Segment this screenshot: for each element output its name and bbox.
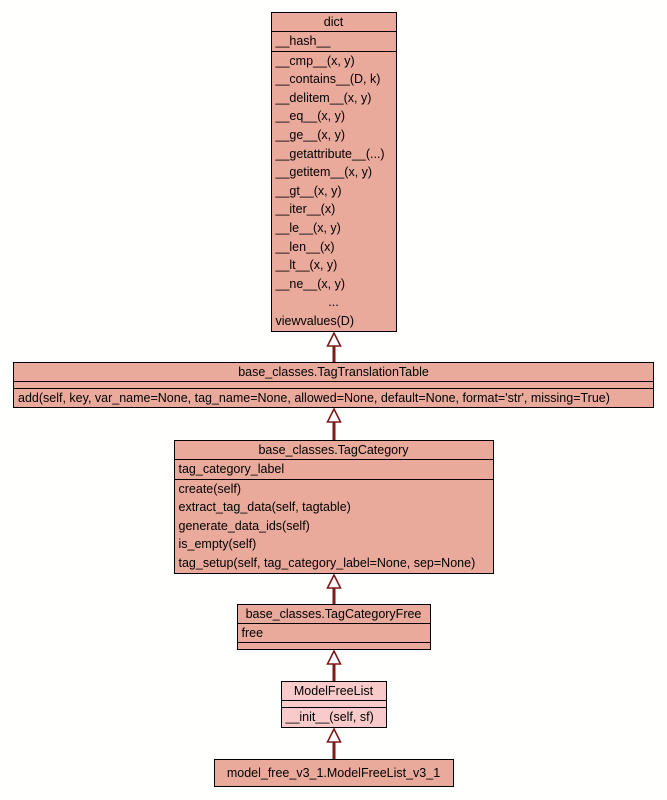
- class-title: dict: [323, 15, 344, 29]
- method-row: __cmp__(x, y): [275, 53, 355, 68]
- method-row: __ne__(x, y): [275, 276, 345, 291]
- method-row: __getattribute__(...): [275, 146, 385, 161]
- class-box-tagcategory[interactable]: base_classes.TagCategory tag_category_la…: [173, 440, 494, 574]
- attribute-row: __hash__: [275, 34, 331, 48]
- class-box-tagcategoryfree[interactable]: base_classes.TagCategoryFree free: [236, 603, 431, 651]
- class-title: base_classes.TagTranslationTable: [238, 364, 429, 379]
- class-methods-section: __cmp__(x, y) __contains__(D, k) __delitem…: [271, 50, 396, 331]
- class-attributes-section: [281, 700, 386, 707]
- class-box-dict[interactable]: dict __hash__ __cmp__(x, y) __contains__(D…: [270, 12, 397, 332]
- class-attributes-section: [14, 380, 653, 388]
- class-title: model_free_v3_1.ModelFreeList_v3_1: [226, 765, 441, 780]
- method-row: __lt__(x, y): [275, 258, 338, 273]
- class-methods-section: create(self) extract_tag_data(self, tagta…: [174, 478, 493, 573]
- class-attributes-section: free: [237, 622, 430, 643]
- method-row: tag_setup(self, tag_category_label=None,…: [178, 556, 476, 571]
- inheritance-arrow: [325, 650, 342, 682]
- method-row: generate_data_ids(self): [178, 518, 310, 533]
- inheritance-arrow: [325, 573, 342, 604]
- class-methods-section: __init__(self, sf): [281, 707, 386, 727]
- method-row: __ge__(x, y): [275, 127, 345, 142]
- method-row: is_empty(self): [178, 537, 257, 552]
- method-row: add(self, key, var_name=None, tag_name=N…: [18, 390, 610, 405]
- method-row: __delitem__(x, y): [275, 90, 372, 105]
- method-row: extract_tag_data(self, tagtable): [178, 500, 351, 515]
- attribute-row: tag_category_label: [178, 462, 285, 477]
- method-row: __init__(self, sf): [285, 710, 374, 725]
- class-attributes-section: __hash__: [271, 31, 396, 51]
- method-row: __getitem__(x, y): [275, 165, 373, 180]
- method-row: __len__(x): [275, 239, 335, 254]
- class-box-modelfreelist-v3-1[interactable]: model_free_v3_1.ModelFreeList_v3_1: [213, 758, 454, 787]
- inheritance-arrow: [325, 331, 342, 362]
- class-title: base_classes.TagCategoryFree: [245, 606, 422, 621]
- class-methods-section: add(self, key, var_name=None, tag_name=N…: [14, 387, 653, 408]
- class-attributes-section: tag_category_label: [174, 459, 493, 479]
- inheritance-arrow: [325, 408, 342, 441]
- method-row: __eq__(x, y): [275, 109, 345, 124]
- method-row: __le__(x, y): [275, 220, 341, 235]
- class-methods-section: [237, 642, 430, 649]
- method-row: __contains__(D, k): [275, 72, 381, 87]
- class-box-modelfreelist[interactable]: ModelFreeList __init__(self, sf): [280, 681, 387, 728]
- method-row: __gt__(x, y): [275, 183, 342, 198]
- inheritance-arrow: [325, 727, 342, 759]
- method-row: __iter__(x): [275, 202, 336, 217]
- method-row: viewvalues(D): [275, 313, 355, 328]
- attribute-row: free: [241, 625, 264, 640]
- method-row: create(self): [178, 481, 242, 496]
- class-title: base_classes.TagCategory: [258, 443, 409, 458]
- class-box-tagtranslationtable[interactable]: base_classes.TagTranslationTable add(sel…: [13, 361, 654, 409]
- class-title: ModelFreeList: [293, 684, 374, 699]
- method-row: ...: [328, 295, 339, 310]
